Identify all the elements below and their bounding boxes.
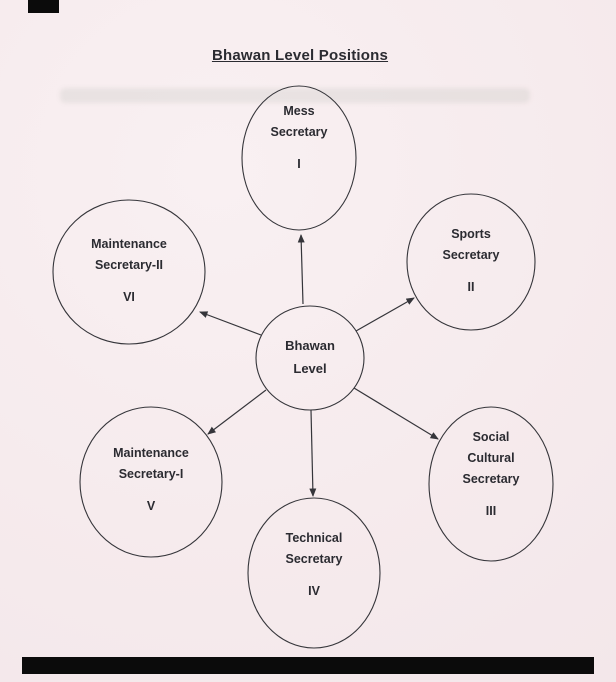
node-label-line: Maintenance [91, 237, 167, 251]
node-label-line: Maintenance [113, 446, 189, 460]
diagram-title: Bhawan Level Positions [211, 47, 389, 64]
ellipse-technical-secretary [247, 497, 381, 649]
node-label-line: Level [293, 361, 327, 376]
node-label-line: Secretary [442, 248, 500, 262]
node-numeral: IV [308, 584, 320, 598]
node-label-line: Secretary-I [118, 467, 184, 481]
node-label-line: Secretary [270, 125, 328, 139]
node-label-line: Secretary [285, 552, 343, 566]
arrow-to-maintenance-secretary-2 [199, 311, 262, 336]
arrow-to-technical-secretary [309, 409, 317, 497]
node-label-line: Mess [283, 104, 315, 118]
node-numeral: II [467, 280, 475, 294]
node-label-line: Social [472, 430, 510, 444]
node-numeral: V [146, 499, 156, 513]
arrow-to-mess-secretary [297, 234, 305, 305]
node-mess-secretary: Mess Secretary I [219, 101, 379, 175]
node-label-line: Technical [285, 531, 343, 545]
arrow-to-sports-secretary [355, 297, 415, 332]
ellipse-social-cultural-secretary [428, 406, 554, 562]
ellipse-bhawan-level-center [255, 305, 365, 411]
node-numeral: VI [123, 290, 135, 304]
scan-artifact-top [28, 0, 59, 13]
node-numeral: III [485, 504, 497, 518]
node-label-line: Sports [451, 227, 491, 241]
node-sports-secretary: Sports Secretary II [391, 224, 551, 298]
scan-artifact-bottom [22, 657, 594, 674]
node-social-cultural-secretary: Social Cultural Secretary III [411, 427, 571, 522]
node-label-line: Bhawan [285, 338, 335, 353]
ellipse-maintenance-secretary-2 [52, 199, 206, 345]
arrow-to-social-cultural-secretary [353, 387, 439, 440]
node-technical-secretary: Technical Secretary IV [234, 528, 394, 602]
node-maintenance-secretary-1: Maintenance Secretary-I V [71, 443, 231, 517]
page-bleedthrough-smudge [60, 88, 530, 103]
node-numeral: I [297, 157, 301, 171]
node-label-line: Secretary-II [94, 258, 164, 272]
ellipse-maintenance-secretary-1 [79, 406, 223, 558]
node-maintenance-secretary-2: Maintenance Secretary-II VI [49, 234, 209, 308]
node-label-line: Cultural [467, 451, 515, 465]
node-label-line: Secretary [462, 472, 520, 486]
arrow-to-maintenance-secretary-1 [207, 389, 267, 435]
ellipse-sports-secretary [406, 193, 536, 331]
node-bhawan-level: Bhawan Level [250, 334, 370, 380]
ellipse-mess-secretary [241, 85, 357, 231]
